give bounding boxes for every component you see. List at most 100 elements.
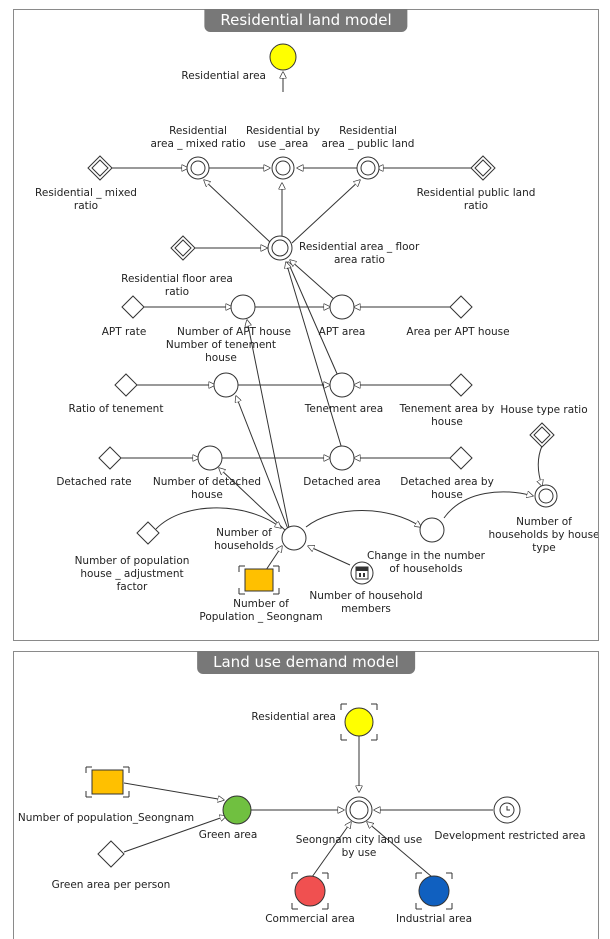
lu-residential-area-label: Residential area [251,711,336,723]
link-apt-area-to-floor [290,260,336,301]
apt-rate-node[interactable] [121,295,145,319]
number-tenement-house-label-2: house [205,352,237,364]
pop-adjust-label-2: house _ adjustment [80,568,183,580]
household-members-node[interactable] [350,561,374,585]
res-mixed-ratio-node[interactable] [186,156,210,180]
residential-model-diagram: Residential area Residential area _ mixe… [35,43,598,623]
commercial-area-node[interactable] [291,872,329,910]
detached-area-node[interactable] [329,445,355,471]
residential-mixed-ratio-label-1: Residential _ mixed [35,187,137,199]
residential-public-land-ratio-label-1: Residential public land [417,187,536,199]
industrial-area-label: Industrial area [396,913,472,925]
city-land-use-label-2: by use [342,847,377,859]
pop-adjust-node[interactable] [136,521,160,545]
land-use-model-title: Land use demand model [197,651,415,674]
land-use-demand-model-panel: Land use demand model [13,651,599,939]
households-by-type-node[interactable] [534,484,558,508]
detached-rate-node[interactable] [98,446,122,470]
res-floor-ratio-label-1: Residential area _ floor [299,241,420,253]
link-population-to-green [123,782,224,800]
change-households-label-2: of households [389,563,462,575]
household-members-label-2: members [341,603,391,615]
households-by-type-label-3: type [532,542,555,554]
green-area-node[interactable] [222,795,252,825]
city-land-use-label-1: Seongnam city land use [296,834,422,846]
green-per-person-label: Green area per person [52,879,171,891]
number-detached-house-label-1: Number of detached [153,476,261,488]
res-by-use-label-1: Residential by [246,125,320,137]
res-floor-ratio-node[interactable] [267,235,293,261]
lu-population-node[interactable] [85,766,130,798]
residential-floor-area-ratio-label-1: Residential floor area [121,273,233,285]
residential-public-land-ratio-node[interactable] [470,155,496,181]
residential-area-node[interactable] [269,43,297,71]
city-land-use-node[interactable] [345,796,373,824]
tenement-area-by-house-node[interactable] [449,373,473,397]
res-public-label-2: area _ public land [322,138,415,150]
link-pop-adjust [155,507,281,530]
ratio-of-tenement-label: Ratio of tenement [69,403,164,415]
number-apt-house-node[interactable] [230,294,256,320]
apt-area-node[interactable] [329,294,355,320]
ratio-of-tenement-node[interactable] [114,373,138,397]
lu-residential-area-node[interactable] [340,703,378,741]
number-of-households-label-2: households [214,540,274,552]
number-of-population-node[interactable] [238,565,280,595]
green-area-label: Green area [199,829,258,841]
residential-model-links [111,72,542,571]
res-by-use-node[interactable] [271,156,295,180]
land-use-model-links [123,736,493,878]
residential-land-model-panel: Residential land model [13,9,599,641]
detached-rate-label: Detached rate [56,476,131,488]
residential-model-title: Residential land model [204,9,408,32]
number-tenement-house-label-1: Number of tenement [166,339,276,351]
number-of-households-node[interactable] [281,525,307,551]
link-floor-to-mixed [204,180,272,244]
industrial-area-node[interactable] [415,872,453,910]
household-members-label-1: Number of household [309,590,422,602]
number-of-population-label-2: Population _ Seongnam [199,611,322,623]
tenement-area-node[interactable] [329,372,355,398]
res-public-label-1: Residential [339,125,397,137]
number-apt-house-label: Number of APT house [177,326,291,338]
residential-model-nodes [87,43,558,595]
link-detached-area-to-floor [286,262,343,450]
change-households-node[interactable] [419,517,445,543]
pop-adjust-label-3: factor [117,581,148,593]
link-green-per-person [123,816,226,853]
pop-adjust-label-1: Number of population [75,555,190,567]
area-per-apt-node[interactable] [449,295,473,319]
residential-model-labels: Residential area Residential area _ mixe… [35,70,598,623]
tenement-area-by-house-label-2: house [431,416,463,428]
detached-area-label: Detached area [303,476,380,488]
link-house-type-ratio [538,445,542,486]
detached-area-by-house-label-2: house [431,489,463,501]
link-households-to-apt [247,320,290,529]
residential-mixed-ratio-node[interactable] [87,155,113,181]
link-change-to-bytype [443,492,533,519]
residential-floor-area-ratio-node[interactable] [170,235,196,261]
link-tenement-area-to-floor [288,262,339,377]
res-public-node[interactable] [356,156,380,180]
number-detached-house-node[interactable] [197,445,223,471]
land-use-model-labels: Residential area Number of population_Se… [18,711,586,925]
number-tenement-house-node[interactable] [213,372,239,398]
link-floor-to-public [291,180,360,244]
res-floor-ratio-label-2: area ratio [334,254,385,266]
land-use-model-nodes [85,703,521,910]
residential-area-label: Residential area [181,70,266,82]
area-per-apt-label: Area per APT house [406,326,509,338]
development-restricted-node[interactable] [493,796,521,824]
detached-area-by-house-node[interactable] [449,446,473,470]
residential-public-land-ratio-label-2: ratio [464,200,488,212]
link-commercial-to-city [311,822,351,878]
link-households-to-detached [219,468,287,532]
res-by-use-label-2: use _area [258,138,309,150]
green-per-person-node[interactable] [97,840,125,868]
lu-population-label: Number of population_Seongnam [18,812,194,824]
commercial-area-label: Commercial area [265,913,355,925]
number-of-population-label-1: Number of [233,598,289,610]
link-members-to-households [308,546,351,566]
house-type-ratio-node[interactable] [529,422,555,448]
residential-mixed-ratio-label-2: ratio [74,200,98,212]
